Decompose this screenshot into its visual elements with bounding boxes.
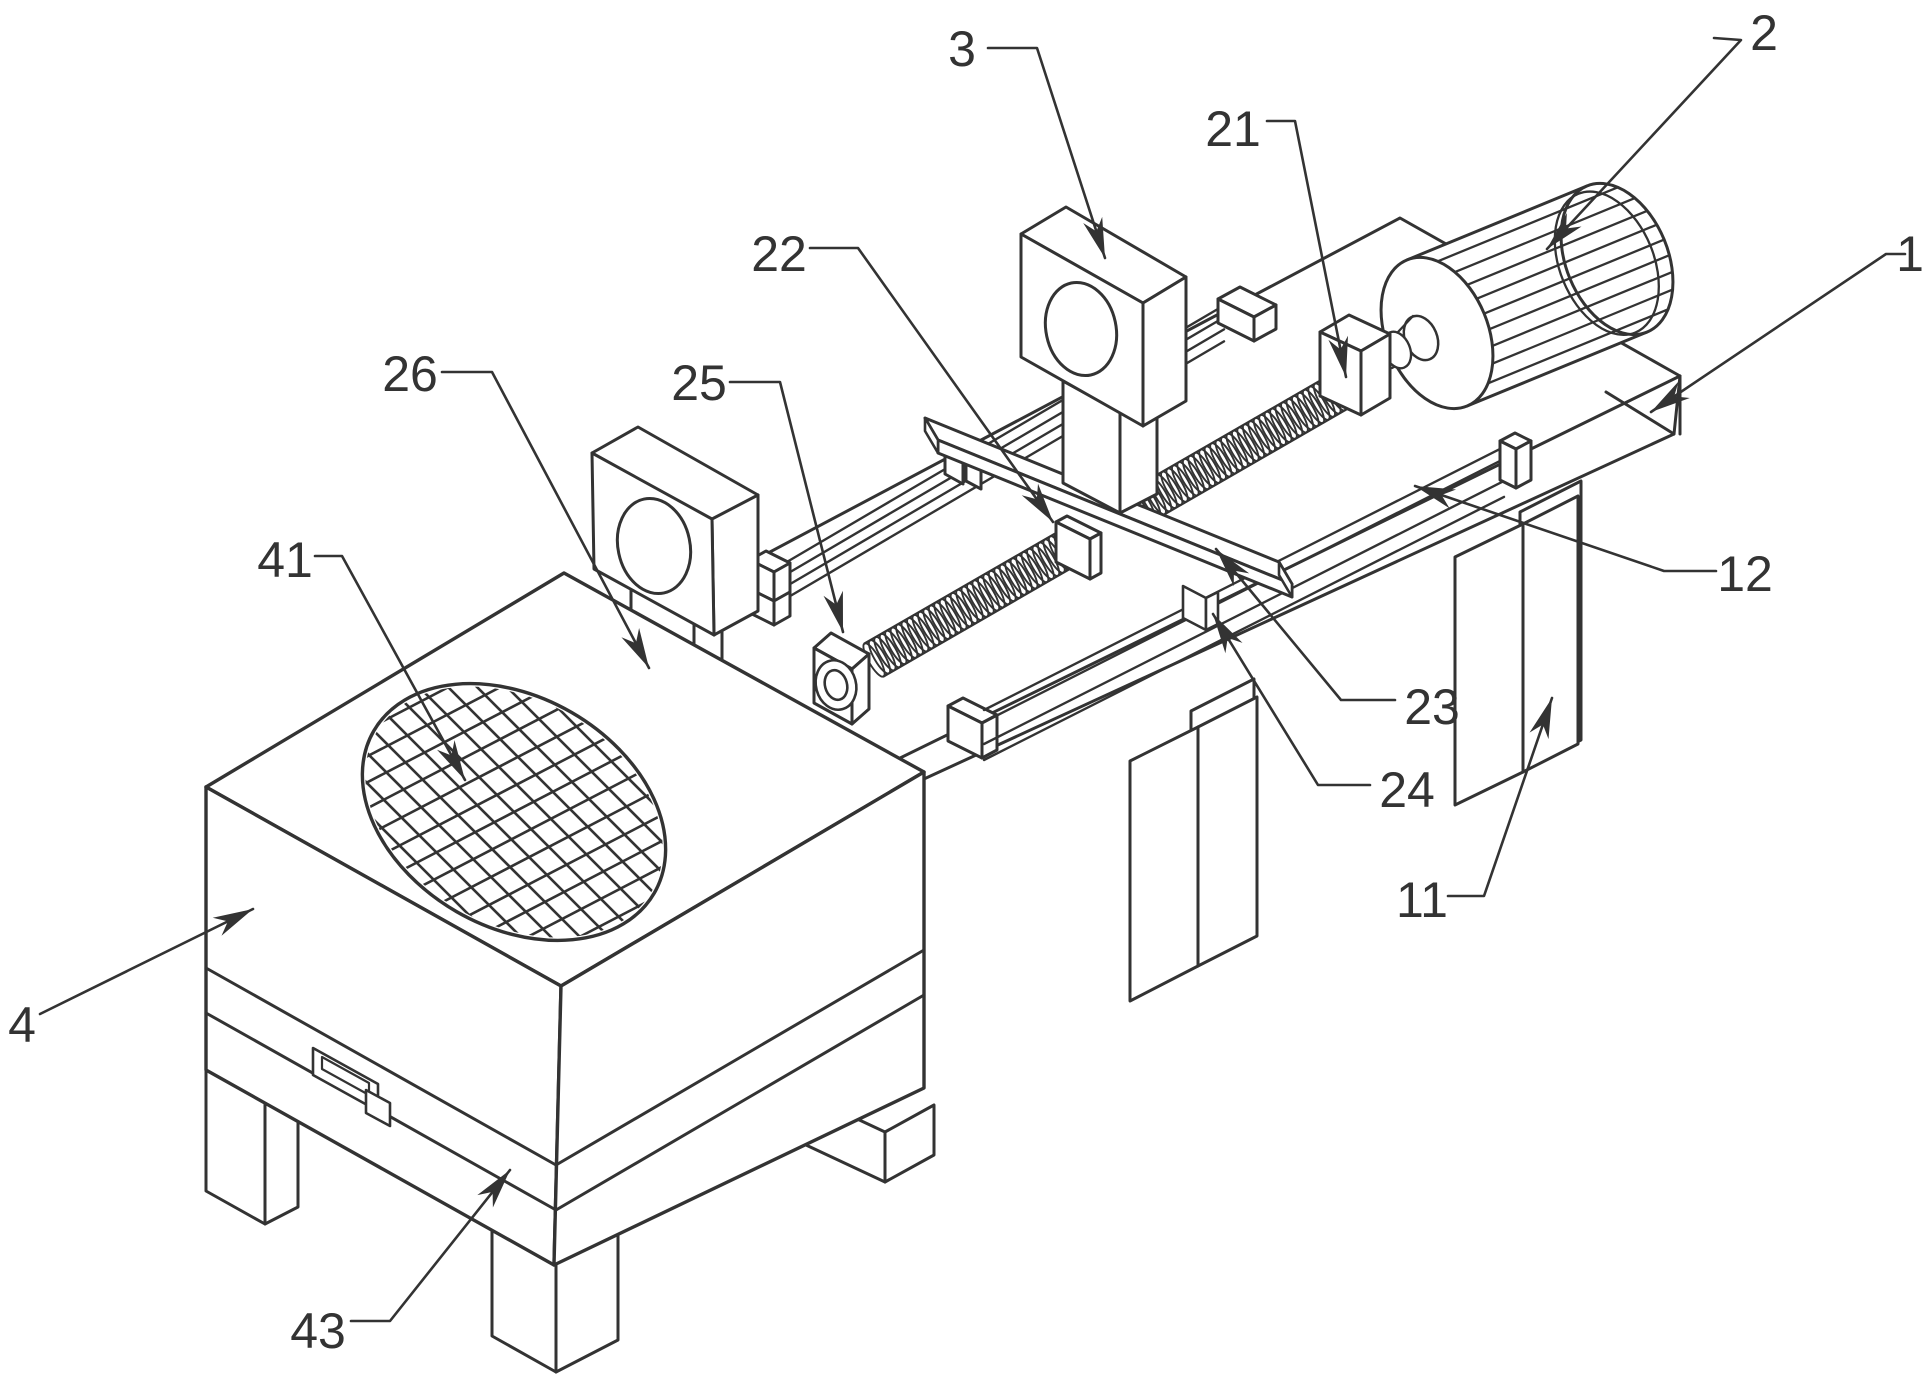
svg-text:23: 23 [1404, 679, 1460, 735]
svg-text:3: 3 [948, 21, 976, 77]
svg-text:22: 22 [751, 226, 807, 282]
svg-text:25: 25 [671, 355, 727, 411]
svg-text:4: 4 [8, 997, 36, 1053]
svg-text:2: 2 [1750, 5, 1778, 61]
svg-text:43: 43 [290, 1303, 346, 1359]
svg-text:21: 21 [1205, 101, 1261, 157]
svg-text:41: 41 [257, 532, 313, 588]
svg-text:26: 26 [382, 346, 438, 402]
svg-text:12: 12 [1717, 546, 1773, 602]
svg-text:11: 11 [1396, 872, 1448, 928]
svg-text:24: 24 [1379, 762, 1435, 818]
